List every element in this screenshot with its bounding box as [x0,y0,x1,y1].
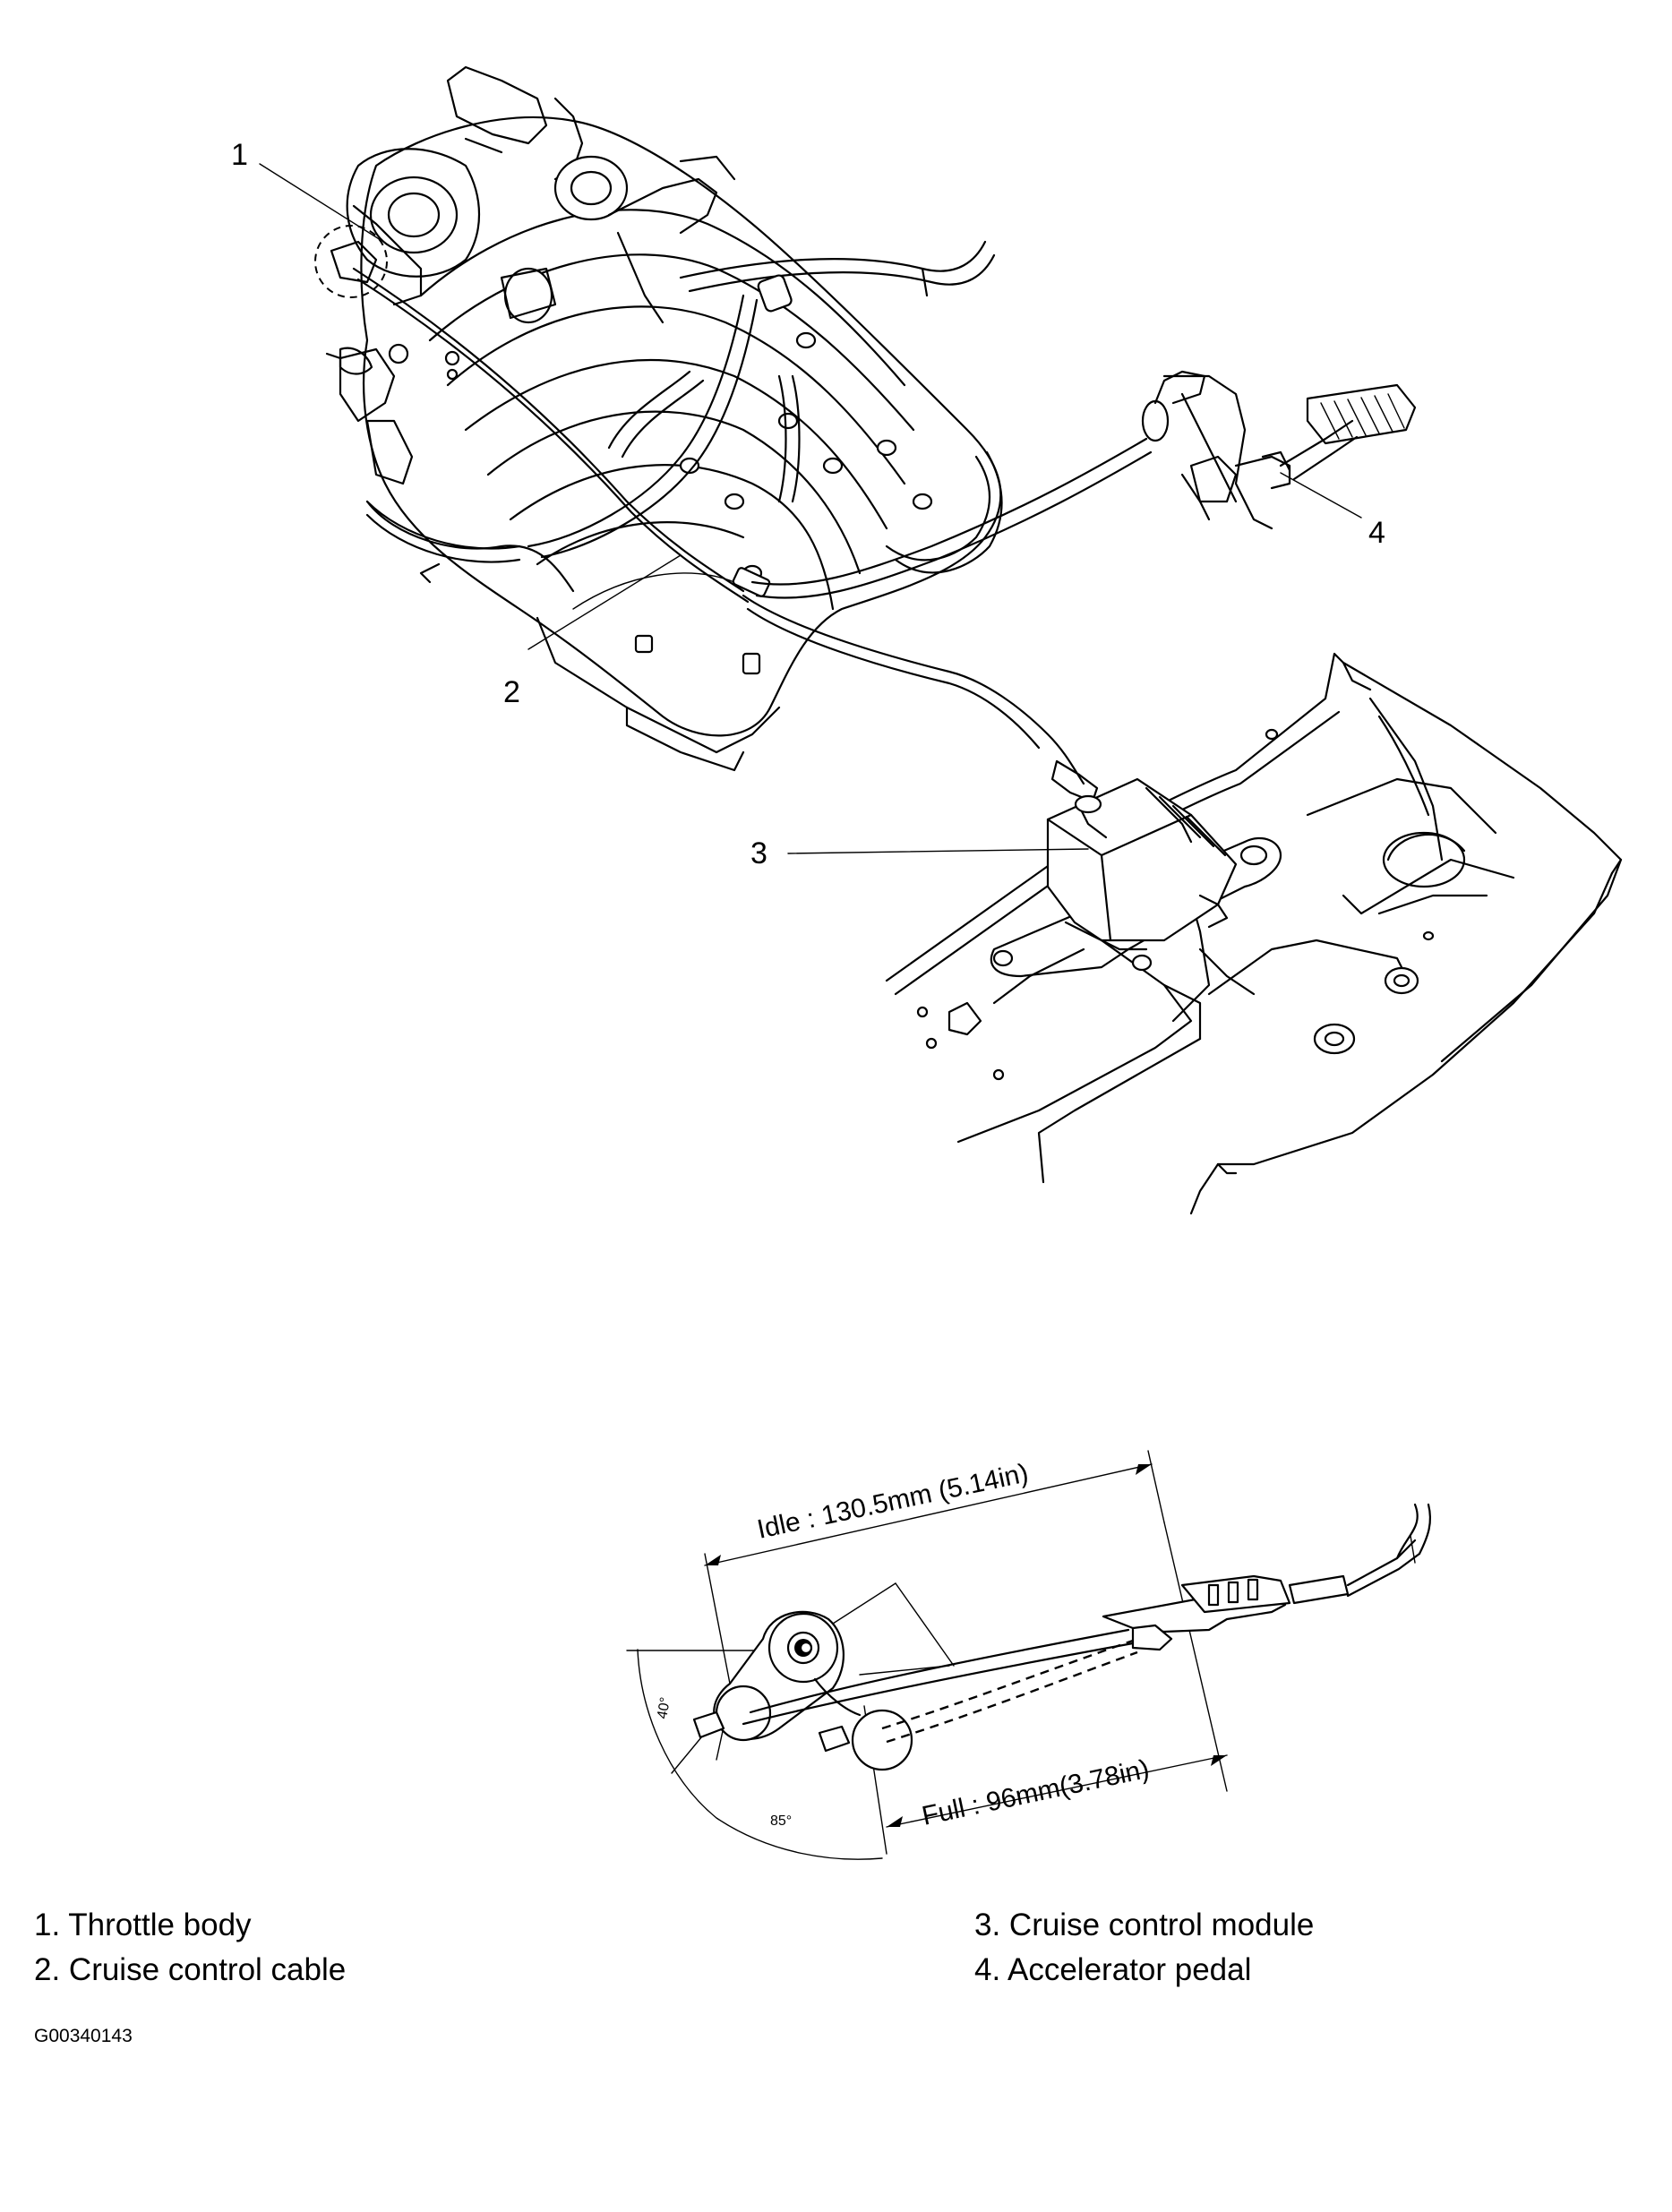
legend-left: 1. Throttle body 2. Cruise control cable [34,1903,346,1993]
callout-2: 2 [503,675,520,709]
legend-item-cruise-control-module: 3. Cruise control module [974,1908,1315,1942]
callout-4: 4 [1368,516,1385,550]
callout-3: 3 [750,836,767,870]
legend-right: 3. Cruise control module 4. Accelerator … [974,1903,1314,1993]
callout-1: 1 [231,138,248,172]
leader-lines [259,163,1362,854]
intake-manifold [314,65,1003,772]
angle-40-label: 40° [655,1696,673,1720]
accelerator-cable [750,370,1238,599]
cruise-control-module [1046,777,1238,951]
legend-item-throttle-body: 1. Throttle body [34,1908,252,1942]
full-dimension-label: Full : 96mm(3.78in) [920,1754,1153,1831]
legend-item-cruise-control-cable: 2. Cruise control cable [34,1952,347,1987]
legend-item-accelerator-pedal: 4. Accelerator pedal [974,1952,1252,1987]
figure-id: G00340143 [34,2026,133,2046]
cable-adjustment-detail: 40° 85° Idle : 130.5mm (5.14in) Full : 9… [626,1450,1432,1860]
accelerator-pedal [1162,374,1417,530]
cruise-control-cable [352,267,1099,803]
angle-85-label: 85° [770,1813,792,1829]
body-floor-panel [885,652,1623,1215]
